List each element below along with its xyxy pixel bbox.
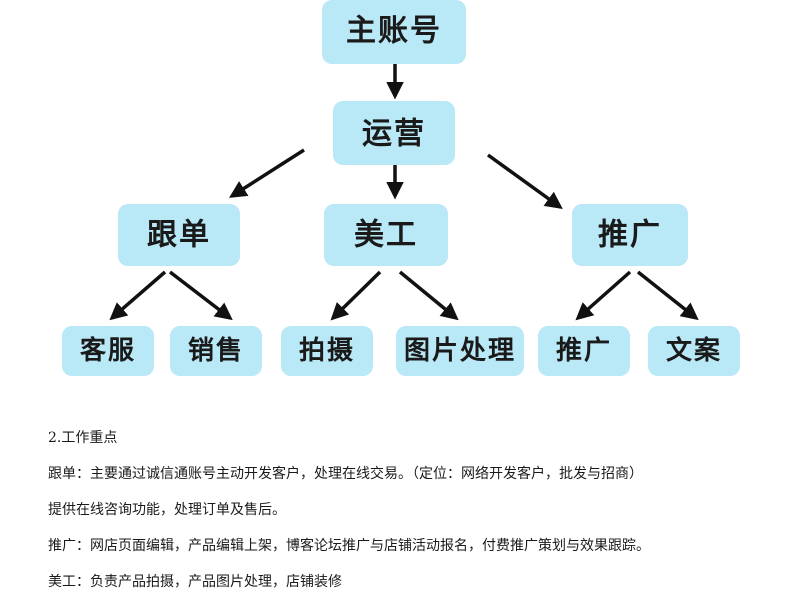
node-copywriting: 文案 (648, 326, 740, 376)
node-promotion-label: 推广 (598, 218, 662, 253)
edge-promotion-copywriting (636, 270, 699, 321)
notes-line-promotion: 推广：网店页面编辑，产品编辑上架，博客论坛推广与店铺活动报名，付费推广策划与效果… (48, 538, 650, 554)
notes-line-follow-up: 跟单：主要通过诚信通账号主动开发客户，处理在线交易。（定位：网络开发客户，批发与… (48, 466, 643, 482)
edge-operations-follow-up (229, 148, 305, 198)
edge-follow-up-customer-service (109, 270, 167, 321)
node-root-label: 主账号 (346, 14, 442, 49)
edge-artist-photography (330, 270, 382, 321)
node-image-processing: 图片处理 (396, 326, 524, 376)
node-promotion-sub-label: 推广 (556, 336, 612, 366)
edge-artist-image-processing (398, 270, 459, 321)
node-image-processing-label: 图片处理 (404, 336, 516, 366)
node-operations-label: 运营 (362, 117, 426, 152)
notes-line-artist: 美工：负责产品拍摄，产品图片处理，店铺装修 (48, 574, 342, 590)
notes-line-follow-up-cont: 提供在线咨询功能，处理订单及售后。 (48, 502, 286, 518)
org-diagram: 主账号 运营 跟单 美工 推广 客服 销售 拍摄 图片处理 推广 文案 (62, 0, 740, 376)
node-photography: 拍摄 (281, 326, 373, 376)
node-promotion-sub: 推广 (538, 326, 630, 376)
node-artist-label: 美工 (354, 218, 418, 253)
node-sales: 销售 (170, 326, 262, 376)
node-copywriting-label: 文案 (666, 335, 722, 366)
edge-follow-up-sales (168, 270, 233, 321)
node-promotion: 推广 (572, 204, 688, 266)
node-artist: 美工 (324, 204, 448, 266)
edge-operations-promotion (486, 153, 563, 210)
edge-promotion-promotion-sub (575, 270, 632, 321)
node-follow-up-label: 跟单 (147, 218, 211, 253)
node-operations: 运营 (333, 101, 455, 165)
node-customer-service-label: 客服 (80, 335, 136, 366)
node-customer-service: 客服 (62, 326, 154, 376)
node-sales-label: 销售 (188, 335, 244, 366)
notes-heading: 2.工作重点 (48, 430, 118, 446)
node-photography-label: 拍摄 (299, 336, 355, 366)
node-root: 主账号 (322, 0, 466, 64)
work-focus-notes: 2.工作重点 跟单：主要通过诚信通账号主动开发客户，处理在线交易。（定位：网络开… (48, 420, 788, 600)
node-follow-up: 跟单 (118, 204, 240, 266)
